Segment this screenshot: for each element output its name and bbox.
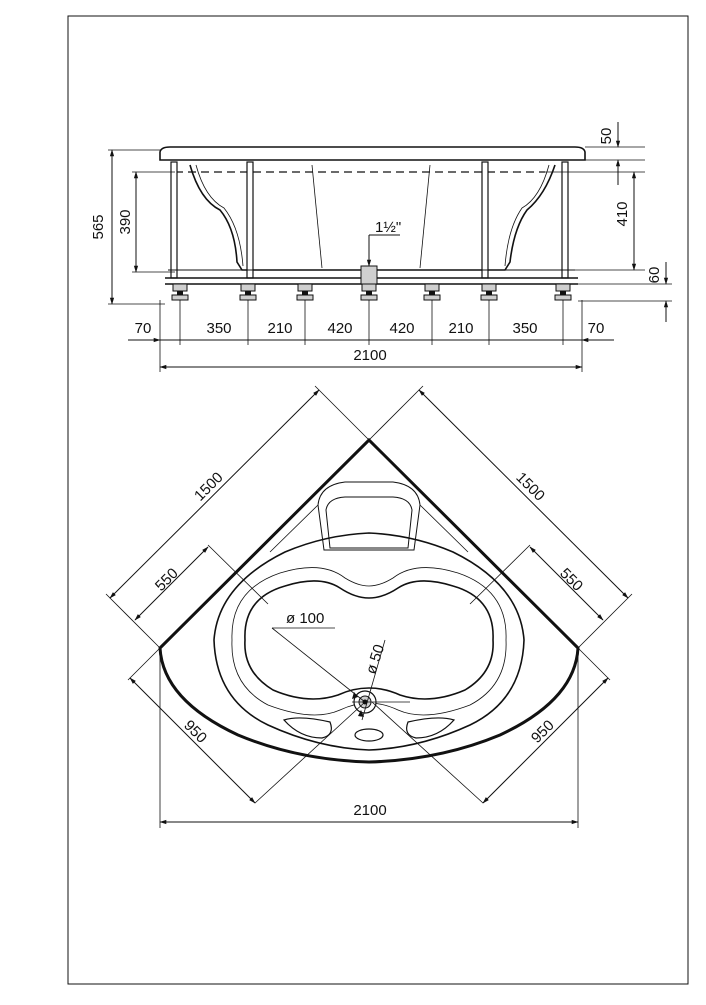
segment-label: 210	[267, 320, 292, 337]
tub-inner-left	[195, 164, 244, 267]
adjustable-feet	[171, 283, 572, 301]
segment-label: 70	[588, 320, 605, 337]
panel-line	[419, 164, 431, 269]
drain-leader	[361, 639, 386, 721]
frame-leg	[246, 161, 254, 279]
basin	[244, 580, 494, 700]
segment-label: 420	[327, 320, 352, 337]
frame-leg	[481, 161, 489, 279]
frame-leg	[170, 161, 178, 279]
dim-bottom-right: 950	[528, 717, 558, 747]
tub-inner-right	[504, 164, 550, 267]
dim-offset-left: 550	[152, 565, 182, 595]
dim-total-width: 2100	[353, 347, 386, 364]
frame-leg	[561, 161, 569, 279]
segment-extension-lines	[159, 300, 583, 372]
tub-outline	[158, 437, 580, 764]
panel-line	[311, 164, 323, 269]
drain-size-label: 1½"	[375, 219, 401, 236]
dim-line-side-right	[418, 389, 629, 599]
armrest-left	[282, 717, 332, 739]
drain-fitting	[360, 265, 378, 285]
dim-offset-right: 550	[556, 565, 586, 595]
dim-top-rim: 50	[598, 128, 615, 145]
overflow-diameter-label: ø 100	[286, 610, 324, 627]
dim-bottom-left: 950	[180, 717, 210, 747]
dim-side-right: 1500	[512, 469, 548, 505]
segment-label: 350	[206, 320, 231, 337]
dim-height-total: 565	[90, 214, 107, 239]
headrest	[317, 481, 421, 551]
segment-label: 420	[389, 320, 414, 337]
overflow-slot	[354, 728, 384, 742]
dim-line-side-left	[109, 389, 320, 599]
dim-feet: 60	[646, 267, 663, 284]
top-view: ø 100 ø 50 1500 1500 550 550 950 950	[105, 385, 633, 828]
dim-depth: 410	[614, 201, 631, 226]
segment-label: 350	[512, 320, 537, 337]
dim-line-offset-left	[134, 546, 209, 621]
overflow-leader	[271, 627, 366, 703]
side-view: 1½" 565 390 50 410	[90, 122, 672, 372]
segment-label: 210	[448, 320, 473, 337]
deck-ring	[213, 532, 525, 751]
dim-height-inner: 390	[117, 209, 134, 234]
dim-line-bottom-right	[482, 677, 609, 804]
segment-label: 70	[135, 320, 152, 337]
dim-top-total-width: 2100	[353, 802, 386, 819]
tub-rim	[159, 146, 586, 161]
dim-line-offset-right	[529, 546, 604, 621]
drawing-frame	[67, 15, 689, 985]
dim-line-bottom-left	[129, 677, 256, 804]
tub-body	[189, 164, 556, 271]
armrest-right	[406, 717, 456, 739]
drain-diameter-label: ø 50	[363, 642, 388, 676]
